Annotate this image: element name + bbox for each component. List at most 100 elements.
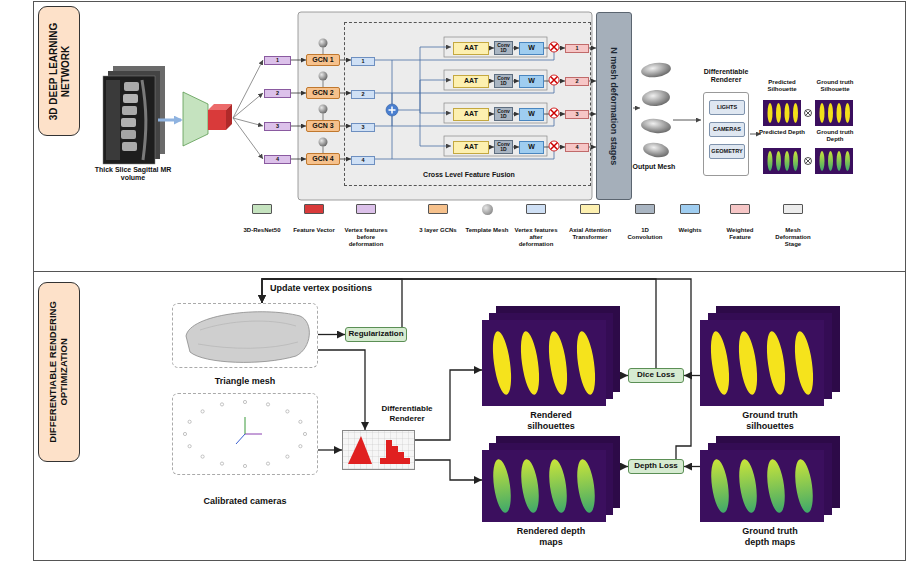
text-label: Output Mesh — [628, 163, 680, 171]
renderer-grid: Differentiable Renderer — [342, 430, 415, 470]
feature-box: 1 — [565, 44, 589, 53]
camera-ring — [299, 445, 302, 448]
silhouette-image — [763, 100, 801, 126]
silhouette-image — [820, 103, 825, 123]
label-box: Ground truth Depth — [810, 129, 860, 143]
legend-text: 3 layer GCNs — [416, 227, 460, 234]
label-box: Output Mesh — [628, 163, 680, 171]
mesh-panel: Triangle mesh — [172, 303, 318, 368]
ground-truth-silhouettes — [764, 330, 789, 396]
node-label: AAT — [464, 77, 478, 85]
fusion-wires — [420, 80, 451, 110]
multiply-symbol — [549, 75, 559, 85]
raster-grid — [342, 430, 415, 470]
template-mesh — [319, 39, 328, 48]
multiply-symbol — [549, 42, 559, 151]
node-label: 4 — [276, 156, 279, 162]
image-panel: Ground truth depth maps — [700, 436, 840, 522]
camera-ring — [201, 455, 204, 458]
gcn-box: GCN 4 — [306, 153, 340, 165]
multiply-symbol — [551, 44, 558, 51]
ground-truth-depth — [700, 450, 824, 522]
node-heading: Ground truth silhouettes — [735, 410, 805, 432]
node-label: 4 — [361, 157, 364, 163]
silhouette-image — [845, 103, 850, 123]
silhouette-image — [785, 103, 790, 123]
connector — [291, 60, 306, 61]
node-heading: Rendered depth maps — [516, 526, 586, 548]
connector — [415, 460, 482, 480]
sum-symbol — [386, 104, 398, 116]
feature-box: 3 — [351, 123, 375, 132]
node-heading: Differentiable Renderer — [694, 68, 758, 85]
ground-truth-silhouettes — [736, 330, 761, 396]
camera-ring — [201, 410, 204, 413]
feature-box: 2 — [351, 90, 375, 99]
node-label: GCN 1 — [312, 56, 333, 64]
node-label: CAMERAS — [713, 126, 741, 132]
output-mesh — [640, 117, 671, 134]
node-label: W — [528, 143, 535, 151]
node-label: GEOMETRY — [711, 148, 742, 154]
input-arrow — [158, 120, 181, 121]
vertebra-mesh — [198, 321, 298, 348]
gcn-box: GCN 3 — [306, 120, 340, 132]
depth-image — [776, 151, 781, 171]
text-label: Thick Slice Sagittal MR volume — [94, 166, 172, 183]
multiply-symbol — [551, 110, 558, 117]
node-label: 4 — [575, 144, 578, 150]
compare-symbol — [806, 159, 811, 164]
legend-text: Template Mesh — [465, 227, 509, 234]
connector — [620, 466, 628, 467]
depth-image — [768, 151, 773, 171]
legend-text: Feature Vector — [292, 227, 336, 234]
legend-swatch — [635, 204, 655, 214]
depth-image — [763, 148, 853, 174]
attention-box: AAT — [453, 141, 489, 154]
node-label: Dice Loss — [637, 371, 675, 380]
legend-text: Vertex features after deformation — [514, 227, 558, 249]
camera-ring — [266, 462, 269, 465]
encoder-symbol — [183, 92, 208, 146]
multiply-symbol — [551, 143, 558, 150]
legend-text: Weights — [668, 227, 712, 234]
raster-grid — [348, 436, 372, 464]
legend-swatch — [783, 204, 803, 214]
feature-lines — [233, 93, 263, 118]
legend-text: Axial Attention Transformer — [568, 227, 612, 241]
feature-box: 4 — [565, 143, 589, 152]
feature-cube — [226, 104, 232, 130]
row-outline — [444, 70, 547, 90]
row-outline — [444, 37, 547, 156]
fusion-wires — [420, 110, 451, 146]
node-label: 2 — [361, 91, 364, 97]
node-label: AAT — [464, 44, 478, 52]
depth-image — [785, 151, 790, 171]
camera-ring — [303, 432, 306, 435]
label-box: Update vertex positions — [270, 283, 400, 294]
stage-box: N mesh deformation stages — [596, 12, 632, 200]
node-heading: Triangle mesh — [172, 376, 318, 387]
fusion-wires — [374, 47, 554, 159]
mri-volume — [106, 80, 120, 160]
legend-swatch — [526, 204, 546, 214]
feature-box: 2 — [264, 89, 291, 98]
connector — [340, 126, 351, 127]
camera-ring — [266, 403, 269, 406]
fusion-wires — [374, 93, 392, 104]
legend-text: 3D-ResNet50 — [240, 227, 284, 234]
conv-box: Conv 1D — [494, 107, 513, 121]
renderer-component: CAMERAS — [709, 122, 745, 137]
legend-swatch — [580, 204, 600, 214]
node-label: GCN 3 — [312, 122, 333, 130]
rendered-silhouettes — [574, 330, 599, 396]
template-mesh — [319, 105, 328, 114]
renderer-component: GEOMETRY — [709, 144, 745, 159]
node-heading: Rendered silhouettes — [516, 410, 586, 432]
legend-item: Weights — [668, 204, 712, 234]
feature-cube — [208, 104, 232, 130]
silhouette-image — [763, 100, 853, 126]
legend-text: Weighted Feature — [718, 227, 762, 241]
legend-item: Axial Attention Transformer — [568, 204, 612, 241]
